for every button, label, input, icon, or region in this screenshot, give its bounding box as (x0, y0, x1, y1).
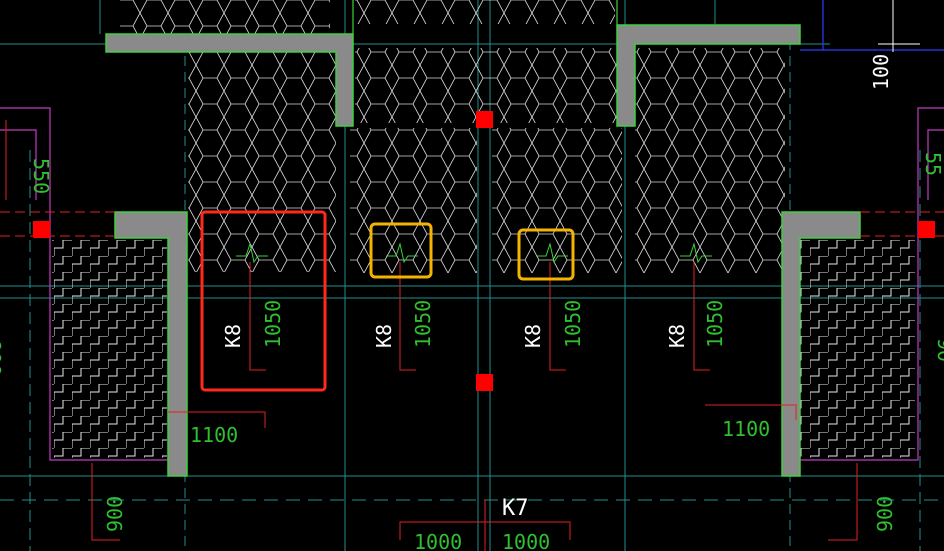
window-label-3: K8 1050 (521, 300, 585, 348)
left-wall-dimension: 1100 (190, 423, 238, 447)
column-marker (33, 221, 50, 238)
highlight-box-yellow-2[interactable] (517, 228, 575, 281)
wall-left-pier (114, 211, 188, 477)
column-markers (33, 111, 935, 391)
bottom-center-left-dimension: 1000 (414, 530, 462, 551)
left-boundary (0, 107, 175, 461)
window-width: 1050 (703, 300, 727, 348)
window-width: 1050 (261, 300, 285, 348)
highlight-box-yellow-1[interactable] (369, 222, 433, 279)
window-leaders (236, 242, 712, 371)
bottom-tag: K7 (502, 496, 529, 521)
right-side-dimension: 90 (933, 338, 944, 362)
walls (105, 24, 861, 477)
wall-edge-lines (352, 0, 618, 34)
window-label-4: K8 1050 (665, 300, 727, 348)
bottom-right-dimension: 900 (873, 496, 897, 532)
window-width: 1050 (411, 300, 435, 348)
window-label-2: K8 1050 (372, 300, 435, 348)
window-tag: K8 (372, 324, 396, 348)
window-tag: K8 (665, 324, 689, 348)
right-boundary (800, 107, 944, 461)
window-label-1: K8 1050 (221, 300, 285, 348)
column-marker (476, 374, 493, 391)
hex-hatch-areas (120, 0, 785, 273)
highlight-box-red[interactable] (200, 210, 327, 392)
window-tag: K8 (521, 324, 545, 348)
left-side-dimension: 900 (0, 340, 5, 376)
column-marker (918, 221, 935, 238)
bottom-center-right-dimension: 1000 (502, 530, 550, 551)
window-width: 1050 (561, 300, 585, 348)
top-dimension: 100 (869, 54, 893, 90)
column-marker (476, 111, 493, 128)
window-tag: K8 (221, 324, 245, 348)
stair-hatch-areas (52, 240, 915, 458)
bottom-left-dimension: 900 (103, 496, 127, 532)
blue-frame-lines (800, 0, 944, 51)
left-edge-dimension: 550 (29, 158, 53, 194)
right-wall-dimension: 1100 (722, 417, 770, 441)
wall-top-right (616, 24, 801, 127)
dimension-leaders (5, 120, 858, 551)
dim-ticks-top (878, 0, 920, 52)
right-edge-dimension: 55 (921, 152, 944, 176)
